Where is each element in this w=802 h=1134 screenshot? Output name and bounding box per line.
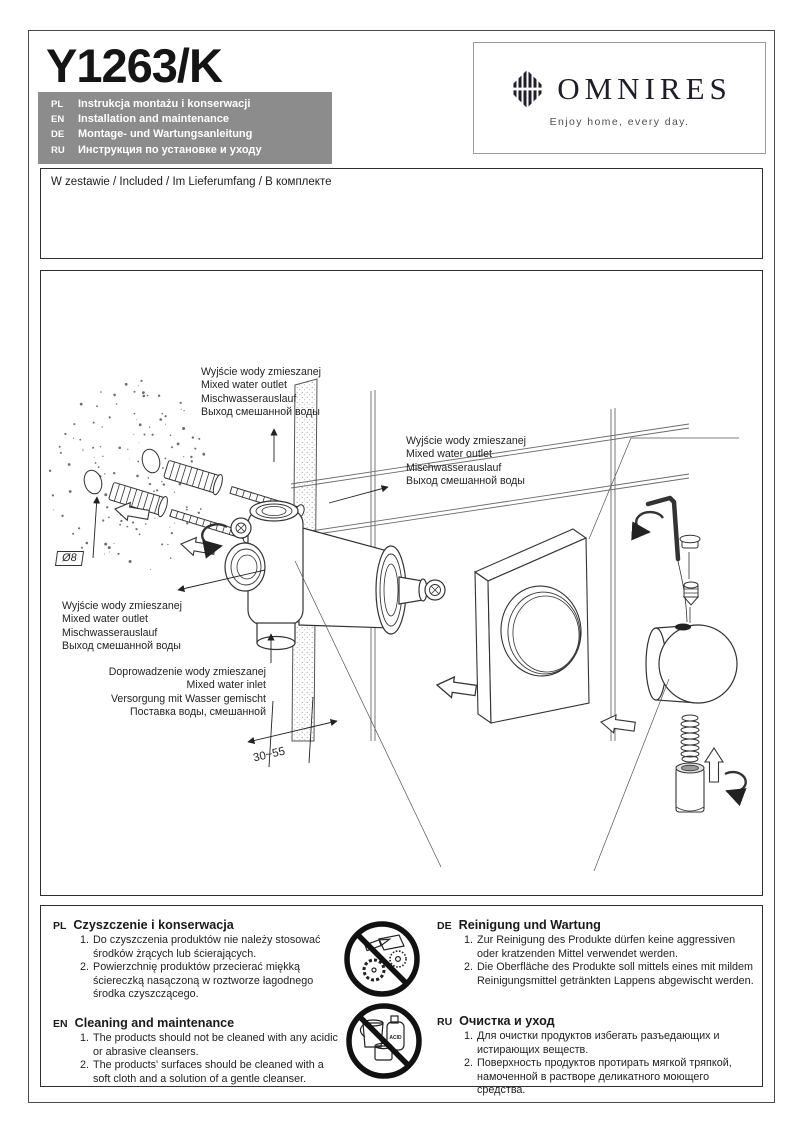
control-knob xyxy=(645,623,738,704)
care-title: Reinigung und Wartung xyxy=(458,918,601,932)
lang-label: Montage- und Wartungsanleitung xyxy=(78,128,253,141)
care-item: 1.Zur Reinigung des Produkte dürfen kein… xyxy=(464,934,736,960)
lang-code: RU xyxy=(437,1016,453,1028)
pipe-grid-lines xyxy=(290,390,690,741)
wall-plug-dowel xyxy=(108,460,223,518)
lang-code: EN xyxy=(53,1018,68,1030)
extension-sleeve xyxy=(675,762,705,813)
lang-label: Instrukcja montażu i konserwacji xyxy=(78,98,251,110)
lang-code: PL xyxy=(53,920,67,932)
leader-lines xyxy=(92,428,739,872)
lang-label: Installation and maintenance xyxy=(78,113,229,126)
lang-code: DE xyxy=(51,129,65,141)
care-title: Cleaning and maintenance xyxy=(74,1016,235,1030)
grub-screw xyxy=(682,581,700,623)
brand-tagline: Enjoy home, every day. xyxy=(549,115,690,128)
language-row-pl: PL Instrukcja montażu i konserwacji xyxy=(38,97,332,112)
lang-code: RU xyxy=(51,144,65,156)
no-abrasives-icon xyxy=(344,921,420,997)
hex-key-icon xyxy=(645,495,688,623)
care-item: 2.Поверхность продуктов протирать мягкой… xyxy=(464,1057,732,1097)
lang-code: DE xyxy=(437,920,452,932)
care-item: 1.Для очистки продуктов избегать разъеда… xyxy=(464,1030,720,1056)
language-row-en: EN Installation and maintenance xyxy=(38,112,332,127)
care-title: Czyszczenie i konserwacja xyxy=(73,918,234,932)
acid-label: ACID xyxy=(389,1035,402,1041)
lang-code: PL xyxy=(51,99,64,110)
concealed-valve-body xyxy=(224,500,446,651)
care-instructions-box: PL Czyszczenie i konserwacja 1.Do czyszc… xyxy=(40,905,763,1096)
label-mixed-water-inlet: Doprowadzenie wody zmieszanej Mixed wate… xyxy=(108,666,266,719)
care-section-en: EN Cleaning and maintenance 1.The produc… xyxy=(53,1016,341,1086)
spring xyxy=(680,714,700,763)
label-mixed-water-outlet-left: Wyjście wody zmieszanej Mixed water outl… xyxy=(62,600,183,653)
label-mixed-water-outlet-top: Wyjście wody zmieszanej Mixed water outl… xyxy=(201,366,322,419)
product-code: Y1263/K xyxy=(46,39,223,92)
exploded-view-drawing xyxy=(48,378,747,872)
care-item: 2.Powierzchnię produktów przecierać mięk… xyxy=(80,961,314,1001)
included-title: W zestawie / Included / Im Lieferumfang … xyxy=(51,176,332,188)
care-item: 1.Do czyszczenia produktów nie należy st… xyxy=(80,934,321,960)
depth-dimension xyxy=(247,696,338,768)
included-box: W zestawie / Included / Im Lieferumfang … xyxy=(40,168,763,259)
no-acid-icon: ACID xyxy=(346,1003,422,1079)
care-section-de: DE Reinigung und Wartung 1.Zur Reinigung… xyxy=(437,918,757,988)
language-title-bar: PL Instrukcja montażu i konserwacji EN I… xyxy=(38,92,332,164)
lang-code: EN xyxy=(51,114,65,126)
care-item: 2.Die Oberfläche des Produkte soll mitte… xyxy=(464,961,754,987)
hole-diameter-tag: Ø8 xyxy=(54,551,84,566)
prohibition-icons: ACID xyxy=(344,921,422,1079)
label-mixed-water-outlet-right: Wyjście wody zmieszanej Mixed water outl… xyxy=(406,435,527,488)
brand-name: OMNIRES xyxy=(557,70,732,106)
care-item: 2.The products' surfaces should be clean… xyxy=(80,1059,324,1085)
brand-logo-box: OMNIRES Enjoy home, every day. xyxy=(473,42,766,154)
language-row-ru: RU Инструкция по установке и уходу xyxy=(38,143,332,158)
installation-diagram: Wyjście wody zmieszanej Mixed water outl… xyxy=(40,270,763,896)
cover-plate xyxy=(473,528,590,725)
lang-label: Инструкция по установке и уходу xyxy=(78,143,262,156)
direction-arrows xyxy=(113,501,725,783)
rotation-arrows xyxy=(201,510,747,807)
screw-cap xyxy=(679,534,701,579)
language-row-de: DE Montage- und Wartungsanleitung xyxy=(38,127,332,142)
care-section-ru: RU Очистка и уход 1.Для очистки продукто… xyxy=(437,1014,759,1098)
omnires-diamond-icon xyxy=(508,69,547,108)
care-item: 1.The products should not be cleaned wit… xyxy=(80,1032,338,1058)
page-border xyxy=(28,30,775,1103)
care-title: Очистка и уход xyxy=(459,1014,555,1028)
care-section-pl: PL Czyszczenie i konserwacja 1.Do czyszc… xyxy=(53,918,341,1002)
drill-holes xyxy=(83,448,161,495)
